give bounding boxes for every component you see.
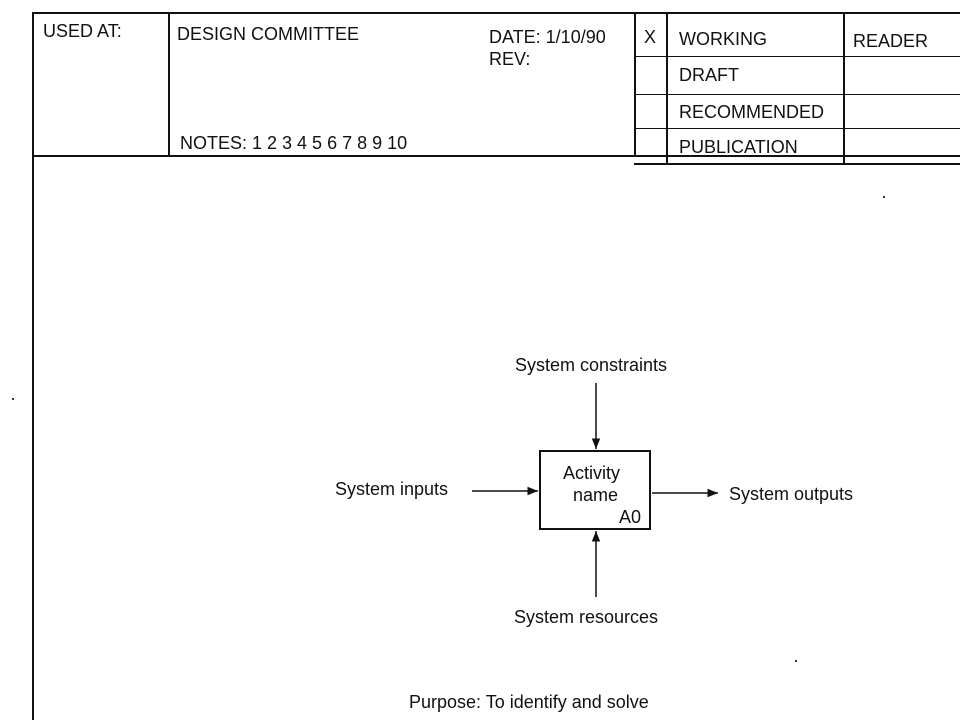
status-mark: X — [644, 27, 657, 47]
status-row-line-2 — [634, 94, 960, 95]
header-divider-used-at — [168, 12, 170, 157]
status-row-line-4 — [634, 163, 960, 165]
controls-label: System constraints — [515, 355, 668, 375]
used-at-label: USED AT: — [43, 21, 122, 41]
header-divider-date — [634, 12, 636, 157]
scan-speck — [795, 660, 797, 662]
outputs-label: System outputs — [729, 484, 854, 504]
activity-name-line2: name — [573, 485, 619, 505]
header-divider-mark — [666, 12, 668, 164]
status-publication: PUBLICATION — [679, 137, 798, 157]
inputs-label: System inputs — [335, 479, 449, 499]
mechanisms-label: System resources — [514, 607, 659, 627]
status-recommended: RECOMMENDED — [679, 102, 825, 122]
frame-left-border — [32, 12, 34, 720]
header-bottom-border — [34, 155, 960, 157]
scan-speck — [883, 196, 885, 198]
rev-label: REV: — [489, 49, 531, 69]
status-row-line-1 — [634, 56, 960, 57]
activity-name-line1: Activity — [563, 463, 621, 483]
project-name: DESIGN COMMITTEE — [177, 24, 360, 44]
status-working: WORKING — [679, 29, 767, 49]
purpose-text: Purpose: To identify and solve — [409, 692, 649, 712]
header-divider-reader — [843, 12, 845, 164]
reader-label: READER — [853, 31, 929, 51]
activity-box: Activity name A0 — [539, 450, 651, 530]
notes-label: NOTES: 1 2 3 4 5 6 7 8 9 10 — [180, 133, 408, 153]
status-row-line-3 — [634, 128, 960, 129]
frame-top-border — [34, 12, 960, 14]
date-label: DATE: 1/10/90 — [489, 27, 606, 47]
scan-speck — [12, 398, 14, 400]
status-draft: DRAFT — [679, 65, 739, 85]
activity-node-number: A0 — [619, 507, 642, 527]
